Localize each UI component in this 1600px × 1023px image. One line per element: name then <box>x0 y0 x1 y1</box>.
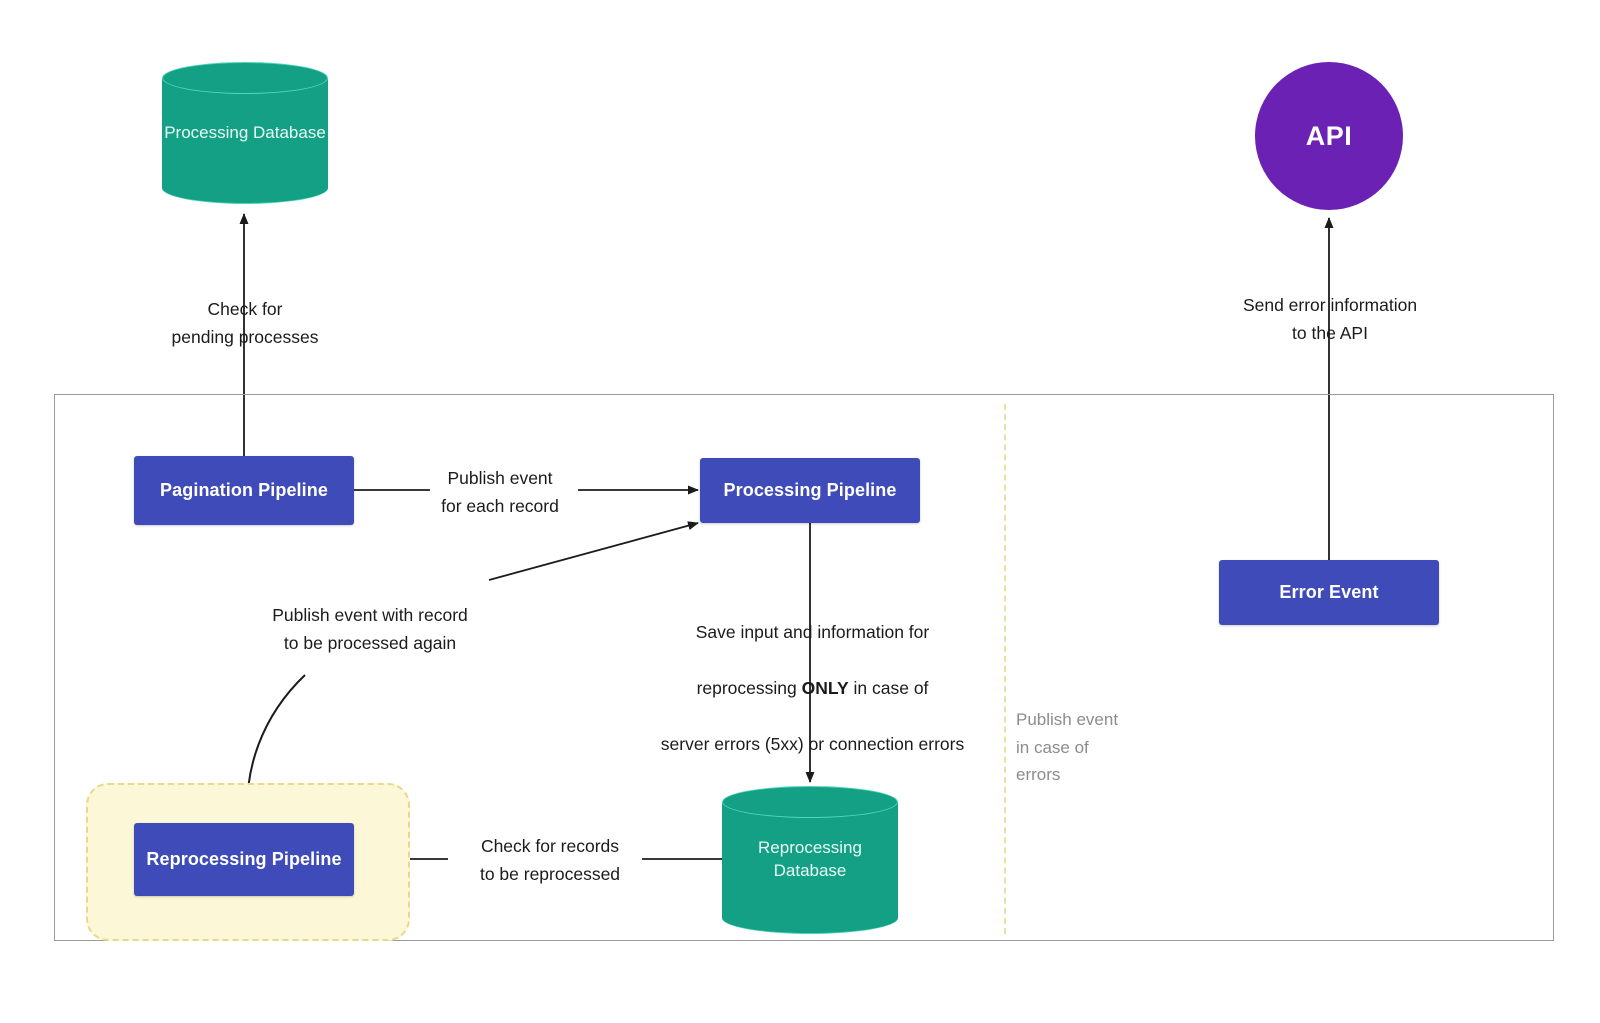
save-input-line2-bold: ONLY <box>801 678 849 698</box>
cylinder-body <box>722 802 898 918</box>
cylinder-body <box>162 78 328 188</box>
vertical-dashed-divider <box>1004 404 1006 934</box>
save-input-line2-post: in case of <box>848 678 929 698</box>
pagination-pipeline-node[interactable]: Pagination Pipeline <box>134 456 354 525</box>
reprocessing-pipeline-label: Reprocessing Pipeline <box>146 848 342 869</box>
api-node[interactable]: API <box>1255 62 1403 210</box>
reprocessing-database-node[interactable]: Reprocessing Database <box>722 786 898 934</box>
edge-label-send-error: Send error information to the API <box>1242 295 1418 343</box>
save-input-line2-pre: reprocessing <box>696 678 802 698</box>
reprocessing-pipeline-node[interactable]: Reprocessing Pipeline <box>134 823 354 896</box>
processing-pipeline-node[interactable]: Processing Pipeline <box>700 458 920 523</box>
edge-label-publish-each-record: Publish event for each record <box>441 468 559 516</box>
processing-database-label: Processing Database <box>164 122 326 142</box>
api-label: API <box>1305 120 1353 151</box>
save-input-line1: Save input and information for <box>695 622 930 642</box>
edge-label-save-input: Save input and information for reprocess… <box>630 590 995 758</box>
edge-label-publish-errors: Publish event in case of errors <box>1016 710 1119 785</box>
error-event-label: Error Event <box>1279 581 1379 602</box>
processing-pipeline-label: Processing Pipeline <box>723 479 897 500</box>
save-input-line3: server errors (5xx) or connection errors <box>660 734 965 754</box>
edge-label-check-records: Check for records to be reprocessed <box>479 836 621 884</box>
pagination-pipeline-label: Pagination Pipeline <box>160 479 328 500</box>
processing-database-node[interactable]: Processing Database <box>162 62 328 204</box>
error-event-node[interactable]: Error Event <box>1219 560 1439 625</box>
edge-label-publish-again: Publish event with record to be processe… <box>272 605 468 653</box>
reprocessing-database-label: Reprocessing Database <box>758 838 862 880</box>
system-boundary-container <box>54 394 1554 941</box>
cylinder-top <box>722 786 898 818</box>
cylinder-top <box>162 62 328 94</box>
edge-label-check-pending: Check for pending processes <box>171 299 319 347</box>
